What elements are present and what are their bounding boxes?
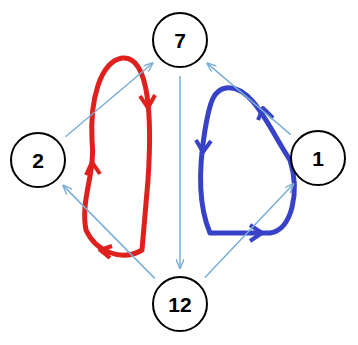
arrow-connector — [207, 63, 290, 134]
node-number: 12 — [168, 294, 191, 315]
node-number: 2 — [32, 150, 44, 171]
number-circle: 2 — [10, 132, 66, 188]
red-loop-arrow — [86, 162, 100, 175]
arrow-connector — [179, 76, 181, 268]
number-circle: 12 — [152, 276, 208, 332]
red-loop-arrow — [100, 246, 112, 258]
arrow-connector — [63, 186, 154, 279]
node-number: 7 — [174, 30, 186, 51]
number-circle: 7 — [152, 12, 208, 68]
node-number: 1 — [312, 148, 324, 169]
red-loop — [85, 58, 150, 255]
red-loop-arrow — [140, 95, 155, 108]
blue-loop — [200, 88, 294, 233]
arrow-connector — [65, 63, 152, 137]
arrow-connector — [205, 184, 294, 278]
blue-loop-arrow — [196, 140, 211, 152]
number-circle: 1 — [290, 130, 346, 186]
